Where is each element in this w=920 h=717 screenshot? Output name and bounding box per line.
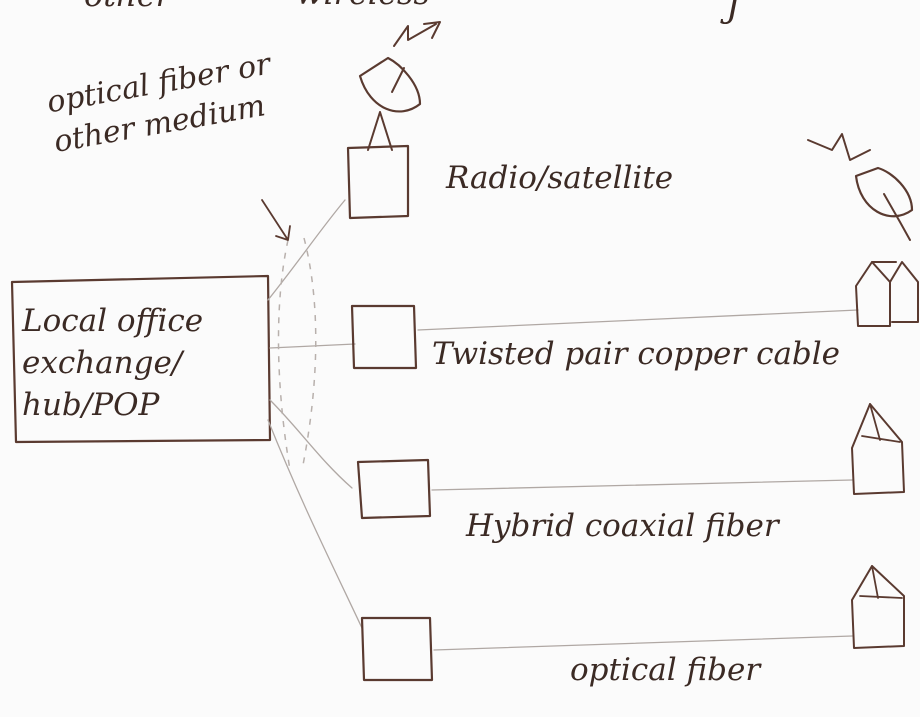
drop-line-fiber [433,635,853,651]
link-line-fiber [267,419,363,629]
top-fragment-3: J [726,0,740,26]
link-line-radio [267,199,346,301]
terminal-box-coax [356,458,432,520]
hub-box [10,274,272,444]
link-label-fiber: optical fiber [570,652,761,688]
link-line-copper [269,343,356,349]
house-icon-copper [855,261,919,327]
terminal-box-radio [346,144,410,220]
hub-label-line-2: exchange/ [22,345,183,381]
hub-label: Local office exchange/ hub/POP [22,300,262,426]
top-fragment-1: other [84,0,171,14]
medium-bundle-right [301,237,317,471]
link-label-copper: Twisted pair copper cable [432,336,841,372]
satellite-dish-icon [358,21,441,151]
link-label-radio: Radio/satellite [446,160,674,196]
medium-bundle-left [277,239,291,471]
top-fragment-2: wireless [296,0,430,12]
drop-line-coax [431,479,853,491]
house-icon-coax [851,403,905,495]
terminal-box-copper [350,304,418,370]
drop-line-copper [417,309,859,331]
terminal-box-fiber [360,616,434,682]
annotation-arrow [261,199,291,241]
house-icon-fiber [851,565,905,649]
link-line-coax [269,399,353,489]
hub-label-line-3: hub/POP [22,387,160,423]
remote-satellite-dish-icon [807,133,914,241]
hub-label-line-1: Local office [22,303,204,339]
link-label-coax: Hybrid coaxial fiber [466,508,779,544]
